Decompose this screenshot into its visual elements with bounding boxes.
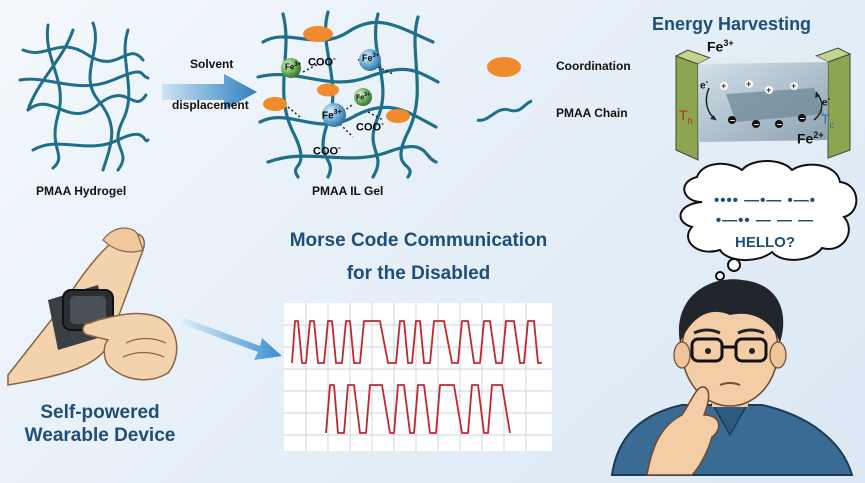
pmaa-il-gel-network [256,10,440,179]
energy-fe2-label: Fe2+ [797,130,824,147]
gel-fe-4: Fe3+ [356,92,370,102]
svg-text:+: + [721,81,726,91]
hello-message: HELLO? [735,234,795,251]
legend-coordination-label: Coordination [556,59,631,73]
morse-trace-top [291,320,542,364]
gel-fe-3: Fe3+ [322,109,342,122]
energy-harvesting-title: Energy Harvesting [652,14,812,34]
gel-fe-2: Fe3+ [362,53,380,63]
device-label-line1: Self-powered [40,402,160,423]
svg-text:+: + [766,85,771,95]
solvent-label: Solvent [190,57,234,71]
energy-fe3-label: Fe3+ [707,38,734,55]
morse-signal-plot [284,303,552,451]
svg-text:+: + [746,79,751,89]
il-gel-label: PMAA IL Gel [312,184,384,198]
pmaa-hydrogel-network [18,21,150,172]
svg-text:–: – [800,113,805,123]
thought-bubble [679,160,858,281]
energy-th-label: Th [679,107,693,126]
legend-coordination-swatch [487,57,521,77]
svg-text:–: – [754,119,759,129]
device-label-line2: Wearable Device [24,425,176,446]
energy-tc-label: Tc [821,111,835,130]
legend-chain-swatch [476,99,533,122]
thinking-person-illustration [610,279,854,476]
gel-coo-3: COO- [313,143,341,158]
morse-trace-bottom [325,384,511,434]
solvent-displacement-arrow [162,74,257,110]
svg-text:+: + [791,81,796,91]
wrist-wearable-illustration [7,227,178,386]
hydrogel-label: PMAA Hydrogel [36,184,127,198]
device-to-signal-arrow [182,318,282,360]
energy-electron-left: e- [700,77,709,92]
morse-title-line1: Morse Code Communication [289,230,548,251]
svg-text:–: – [777,119,782,129]
svg-text:–: – [730,115,735,125]
morse-line-2: •—•• — — — [715,212,815,229]
displacement-label: displacement [172,98,249,112]
morse-line-1: •••• —•— •—• [713,192,817,209]
gel-coo-1: COO- [308,54,336,69]
thermocell-device: + + + + – – – – [674,47,852,161]
morse-title-line2: for the Disabled [346,263,491,284]
legend-chain-label: PMAA Chain [556,106,628,120]
energy-electron-right: e- [822,94,831,109]
gel-fe-1: Fe3+ [285,62,302,72]
gel-coo-2: COO- [356,119,384,134]
